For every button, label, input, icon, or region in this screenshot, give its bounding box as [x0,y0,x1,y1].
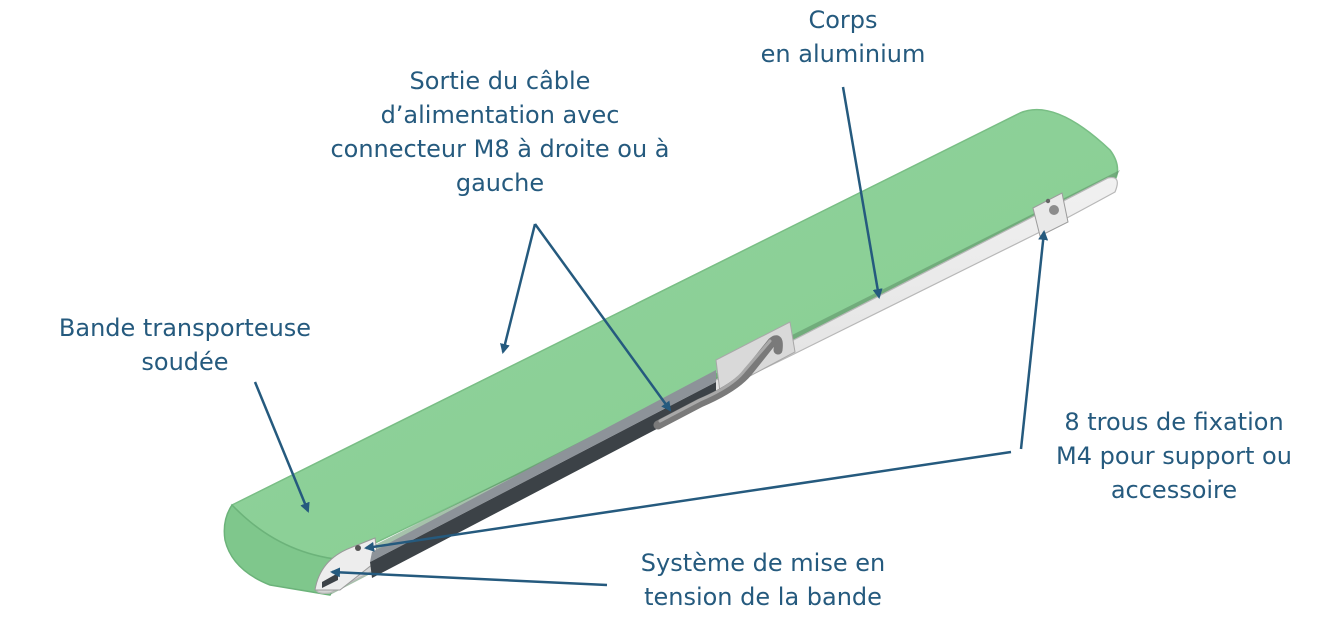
left-fixing-hole [355,545,361,551]
callout-bande-line-1: Bande transporteuse [58,314,312,342]
right-end-plate [1032,192,1069,237]
callout-trous-line-2: M4 pour support ou [1056,442,1292,470]
callout-trous-line-3: accessoire [1110,476,1238,504]
callout-tension: Système de mise en tension de la bande [598,546,928,614]
profile-channel-highlight [370,370,716,562]
arrow-bande [253,381,310,513]
callout-sortie-line-3: connecteur M8 à droite ou à [330,135,670,163]
callout-sortie: Sortie du câble d’alimentation avec conn… [275,64,725,200]
arrow-tension [330,567,608,587]
callout-sortie-line-2: d’alimentation avec [380,101,620,129]
arrow-corps [841,86,883,299]
right-fixing-hole [1049,205,1059,215]
arrow-sortie-left [500,223,537,354]
callout-bande-line-2: soudée [141,348,229,376]
arrow-trous-left [364,450,1012,552]
power-cable-shine [658,339,772,423]
callout-corps-line-2: en aluminium [760,40,926,68]
callout-bande: Bande transporteuse soudée [20,311,350,379]
arrow-sortie-right [533,223,672,412]
belt-left-end [223,503,347,596]
callout-trous-line-1: 8 trous de fixation [1064,408,1284,436]
profile-channel [370,382,716,578]
callout-trous: 8 trous de fixation M4 pour support ou a… [1019,405,1329,507]
callout-sortie-line-4: gauche [455,169,545,197]
callout-tension-line-2: tension de la bande [644,583,882,611]
callout-corps-line-1: Corps [808,6,878,34]
right-small-hole [1045,198,1051,204]
callout-tension-line-1: Système de mise en [640,549,886,577]
callout-corps: Corps en aluminium [728,3,958,71]
callout-sortie-line-1: Sortie du câble [409,67,591,95]
arrow-trous-top [1019,230,1049,450]
power-cable [653,335,783,430]
